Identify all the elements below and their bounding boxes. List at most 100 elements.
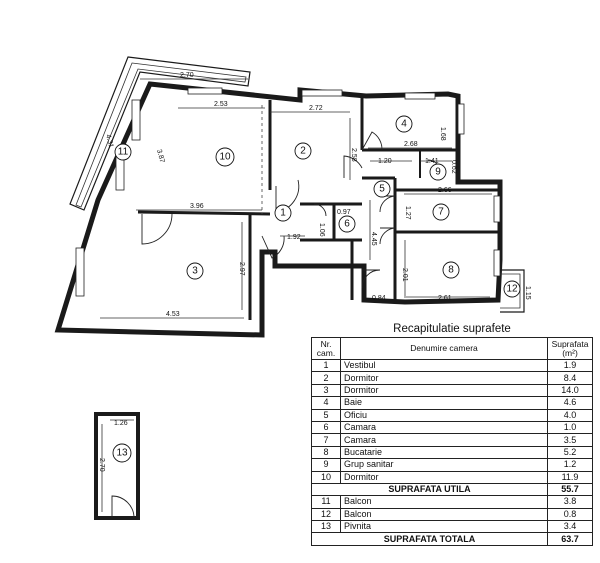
room-number-9: 9: [429, 163, 447, 181]
row-name: Camara: [340, 433, 548, 447]
row-nr: 13: [311, 520, 341, 534]
storage-13: [94, 412, 140, 520]
row-area: 3.8: [547, 495, 593, 509]
row-nr: 10: [311, 470, 341, 484]
svg-text:4: 4: [401, 119, 407, 130]
header-nr: Nr. cam.: [311, 337, 341, 360]
header-area-label: Suprafata: [551, 338, 589, 349]
dim-label: 2.97: [238, 262, 245, 276]
room-number-2: 2: [294, 142, 312, 160]
area-summary: Recapitulatie suprafete Nr. cam. Denumir…: [311, 321, 593, 546]
dim-label: 2.66: [438, 187, 452, 194]
row-name: Pivnita: [340, 520, 548, 534]
room-number-8: 8: [442, 261, 460, 279]
row-area: 1.9: [547, 358, 593, 373]
row-name: Baie: [340, 396, 548, 410]
row-area: 1.0: [547, 420, 593, 435]
row-area: 11.9: [547, 470, 593, 484]
row-area: 8.4: [547, 371, 593, 385]
dim-label: 1.26: [114, 420, 128, 427]
row-area: 3.5: [547, 433, 593, 447]
dim-label: 2.72: [309, 105, 323, 112]
dim-label: 1.20: [378, 158, 392, 165]
row-nr: 11: [311, 495, 341, 509]
row-area: 0.8: [547, 507, 593, 522]
svg-text:3: 3: [192, 266, 198, 277]
header-name: Denumire camera: [340, 337, 548, 360]
row-nr: 3: [311, 383, 341, 398]
row-area: 3.4: [547, 520, 593, 534]
balcony-11: [69, 56, 251, 211]
svg-text:11: 11: [118, 147, 129, 158]
svg-text:1: 1: [280, 208, 286, 219]
row-area: 14.0: [547, 383, 593, 398]
room-number-5: 5: [373, 180, 391, 198]
dim-label: 4.45: [370, 232, 377, 246]
row-name: Balcon: [340, 507, 548, 522]
room-number-3: 3: [186, 262, 204, 280]
row-name: Grup sanitar: [340, 458, 548, 472]
room-number-1: 1: [274, 204, 292, 222]
dim-label: 2.68: [404, 141, 418, 148]
row-area: 1.2: [547, 458, 593, 472]
dim-label: 1.06: [318, 223, 325, 237]
dim-label: 0.97: [337, 209, 351, 216]
row-area: 4.6: [547, 396, 593, 410]
row-name: Camara: [340, 420, 548, 435]
table-header-row: Nr. cam. Denumire camera Suprafata(m²): [311, 337, 593, 360]
dimension-lines: [100, 78, 492, 512]
header-area: Suprafata(m²): [547, 337, 593, 360]
svg-text:7: 7: [438, 207, 444, 218]
dim-label: 2.01: [401, 268, 408, 282]
svg-text:6: 6: [344, 219, 350, 230]
row-name: Vestibul: [340, 358, 548, 373]
row-nr: 9: [311, 458, 341, 472]
svg-text:10: 10: [219, 152, 231, 163]
dim-label: 3.96: [190, 203, 204, 210]
dim-label: 2.58: [350, 148, 357, 162]
room-numbers: 1 2 3 4 5 6 7 8 9 10 11 12 13: [112, 115, 521, 463]
dim-label: 3.87: [155, 149, 165, 164]
room-number-13: 13: [112, 443, 132, 463]
room-number-7: 7: [432, 203, 450, 221]
dim-label: 4.31: [104, 134, 114, 149]
dim-label: 1.27: [404, 206, 411, 220]
room-number-11: 11: [114, 143, 132, 161]
dim-label: 0.62: [450, 160, 457, 174]
row-nr: 6: [311, 420, 341, 435]
total-label: SUPRAFATA TOTALA: [311, 532, 548, 546]
row-area: 4.0: [547, 408, 593, 422]
dim-label: 2.70: [98, 458, 105, 472]
svg-text:9: 9: [435, 167, 441, 178]
dim-label: 1.92: [287, 234, 301, 241]
svg-text:2: 2: [300, 146, 306, 157]
row-nr: 5: [311, 408, 341, 422]
svg-text:5: 5: [379, 184, 385, 195]
row-area: 5.2: [547, 445, 593, 460]
dim-label: 1.41: [425, 158, 439, 165]
dim-label: 4.53: [166, 311, 180, 318]
dim-label: 2.53: [214, 101, 228, 108]
room-number-4: 4: [395, 115, 413, 133]
dimension-labels: 2.70 2.53 2.72 1.68 2.68 1.20 1.41 0.62 …: [98, 72, 531, 472]
doors: [141, 131, 441, 289]
row-name: Balcon: [340, 495, 548, 509]
svg-text:8: 8: [448, 265, 454, 276]
row-name: Dormitor: [340, 371, 548, 385]
room-number-6: 6: [338, 215, 356, 233]
row-nr: 4: [311, 396, 341, 410]
row-nr: 12: [311, 507, 341, 522]
svg-text:12: 12: [506, 284, 518, 295]
